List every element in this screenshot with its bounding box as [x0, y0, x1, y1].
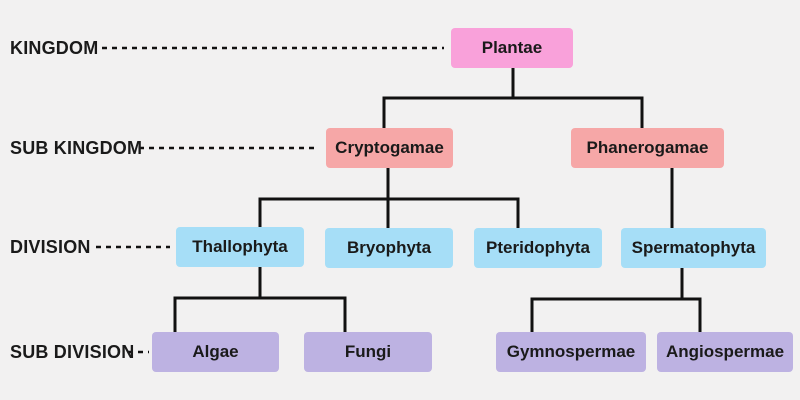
row-label-sub-kingdom: SUB KINGDOM	[10, 138, 143, 158]
connector-plantae-bracket	[382, 96, 644, 128]
node-cryptogamae: Cryptogamae	[326, 128, 453, 168]
node-fungi: Fungi	[304, 332, 432, 372]
row-label-sub-division: SUB DIVISION	[10, 342, 135, 362]
node-gymnospermae: Gymnospermae	[496, 332, 646, 372]
row-label-division: DIVISION	[10, 237, 91, 257]
node-thallophyta: Thallophyta	[176, 227, 304, 267]
node-pteridophyta: Pteridophyta	[474, 228, 602, 268]
node-angiospermae: Angiospermae	[657, 332, 793, 372]
connector-thallophyta-bracket	[173, 296, 347, 332]
node-plantae: Plantae	[451, 28, 573, 68]
node-algae: Algae	[152, 332, 279, 372]
connector-spermatophyta-bracket	[530, 297, 702, 332]
row-label-kingdom: KINGDOM	[10, 38, 99, 58]
node-bryophyta: Bryophyta	[325, 228, 453, 268]
node-spermatophyta: Spermatophyta	[621, 228, 766, 268]
node-phanerogamae: Phanerogamae	[571, 128, 724, 168]
